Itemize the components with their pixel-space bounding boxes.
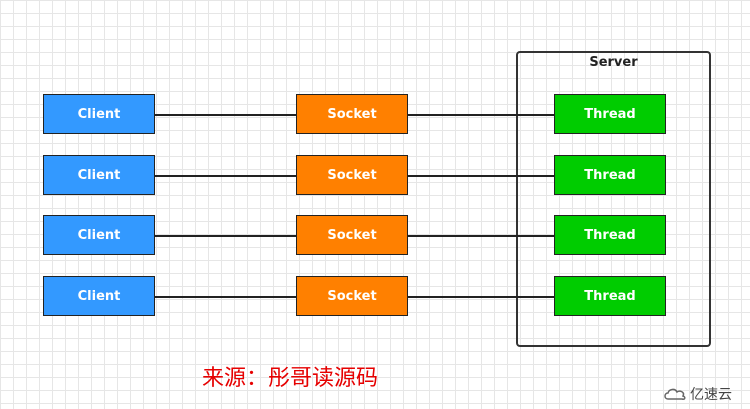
socket-node: Socket <box>296 215 408 255</box>
client-socket-connector <box>155 114 296 116</box>
socket-thread-connector <box>408 114 554 116</box>
socket-node: Socket <box>296 155 408 195</box>
socket-thread-connector <box>408 175 554 177</box>
socket-node: Socket <box>296 276 408 316</box>
socket-node: Socket <box>296 94 408 134</box>
client-node: Client <box>43 276 155 316</box>
server-title: Server <box>589 55 638 70</box>
watermark: 亿速云 <box>664 384 732 404</box>
client-node: Client <box>43 155 155 195</box>
client-node: Client <box>43 94 155 134</box>
client-socket-connector <box>155 296 296 298</box>
server-container: Server <box>516 51 711 347</box>
client-node: Client <box>43 215 155 255</box>
thread-node: Thread <box>554 94 666 134</box>
source-note: 来源：彤哥读源码 <box>202 366 379 391</box>
client-socket-connector <box>155 175 296 177</box>
thread-node: Thread <box>554 215 666 255</box>
client-socket-connector <box>155 235 296 237</box>
watermark-text: 亿速云 <box>690 387 732 403</box>
thread-node: Thread <box>554 276 666 316</box>
thread-node: Thread <box>554 155 666 195</box>
socket-thread-connector <box>408 296 554 298</box>
cloud-logo-icon <box>664 388 686 400</box>
socket-thread-connector <box>408 235 554 237</box>
